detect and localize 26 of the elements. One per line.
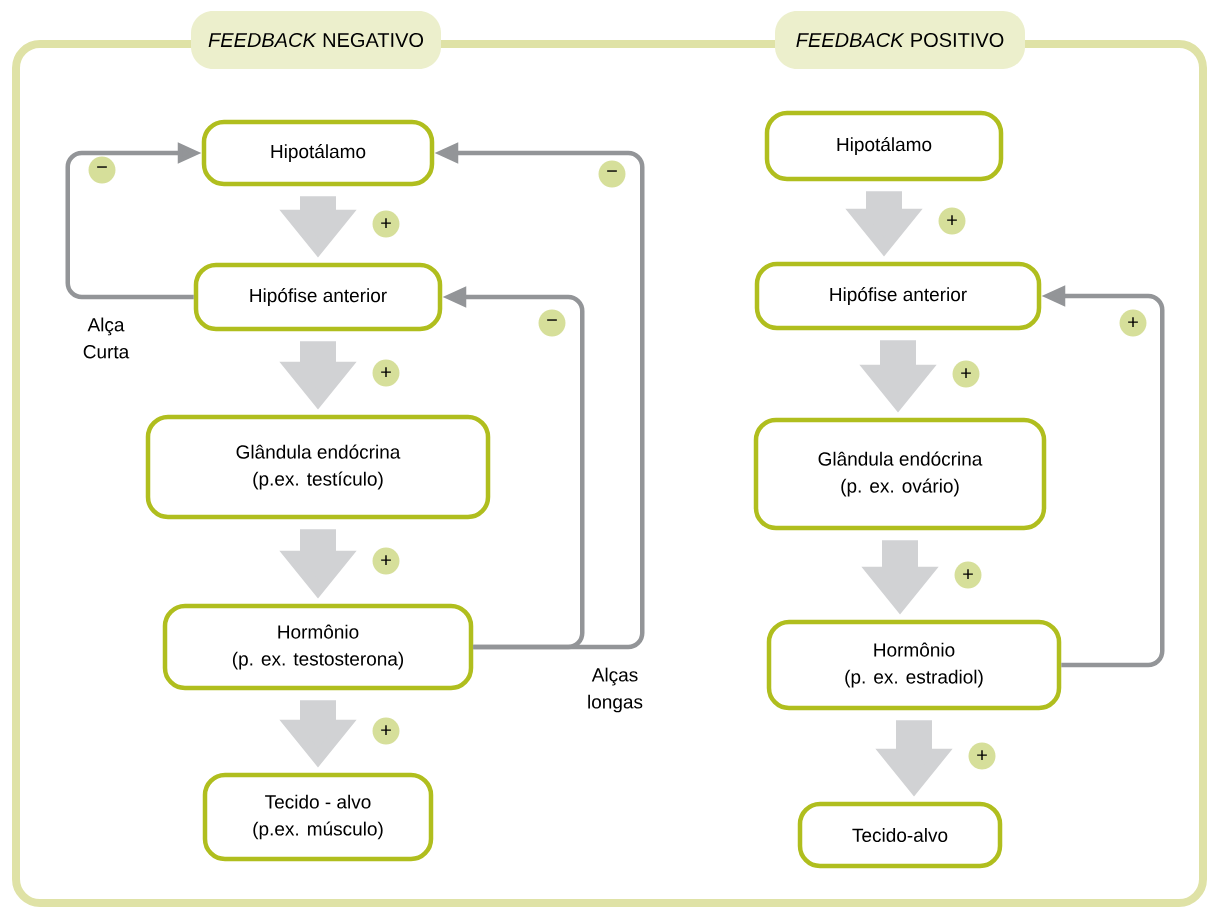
loop-label: Alça Curta: [83, 317, 130, 359]
sign-badge: +: [372, 359, 400, 387]
sign-badge: +: [372, 210, 400, 238]
sign-badge: −: [88, 156, 116, 184]
process-box: Glândula endócrina (p. ex. ovário): [753, 417, 1047, 531]
loop-label: Alças longas: [588, 667, 643, 713]
process-box: Hipófise anterior: [754, 261, 1042, 331]
sign-badge: +: [372, 717, 400, 745]
sign-badge: +: [952, 360, 980, 388]
process-box: Tecido - alvo (p.ex. músculo): [202, 772, 434, 862]
sign-badge: +: [968, 742, 996, 770]
process-box: Tecido-alvo: [797, 801, 1003, 869]
sign-badge: +: [372, 547, 400, 575]
sign-badge: +: [954, 561, 982, 589]
sign-badge: +: [938, 207, 966, 235]
process-box: Hipófise anterior: [193, 262, 443, 332]
sign-badge: +: [1119, 309, 1147, 337]
process-box: Hormônio (p. ex. estradiol): [766, 619, 1062, 711]
sign-badge: −: [598, 160, 626, 188]
process-box: Hormônio (p. ex. testosterona): [162, 603, 474, 691]
process-box: Hipotálamo: [764, 110, 1004, 182]
process-box: Glândula endócrina (p.ex. testículo): [145, 414, 491, 520]
sign-badge: −: [538, 309, 566, 337]
process-box: Hipotálamo: [201, 119, 435, 187]
header-pill: FEEDBACK POSITIVO: [775, 11, 1025, 69]
header-pill: FEEDBACK NEGATIVO: [191, 11, 441, 69]
